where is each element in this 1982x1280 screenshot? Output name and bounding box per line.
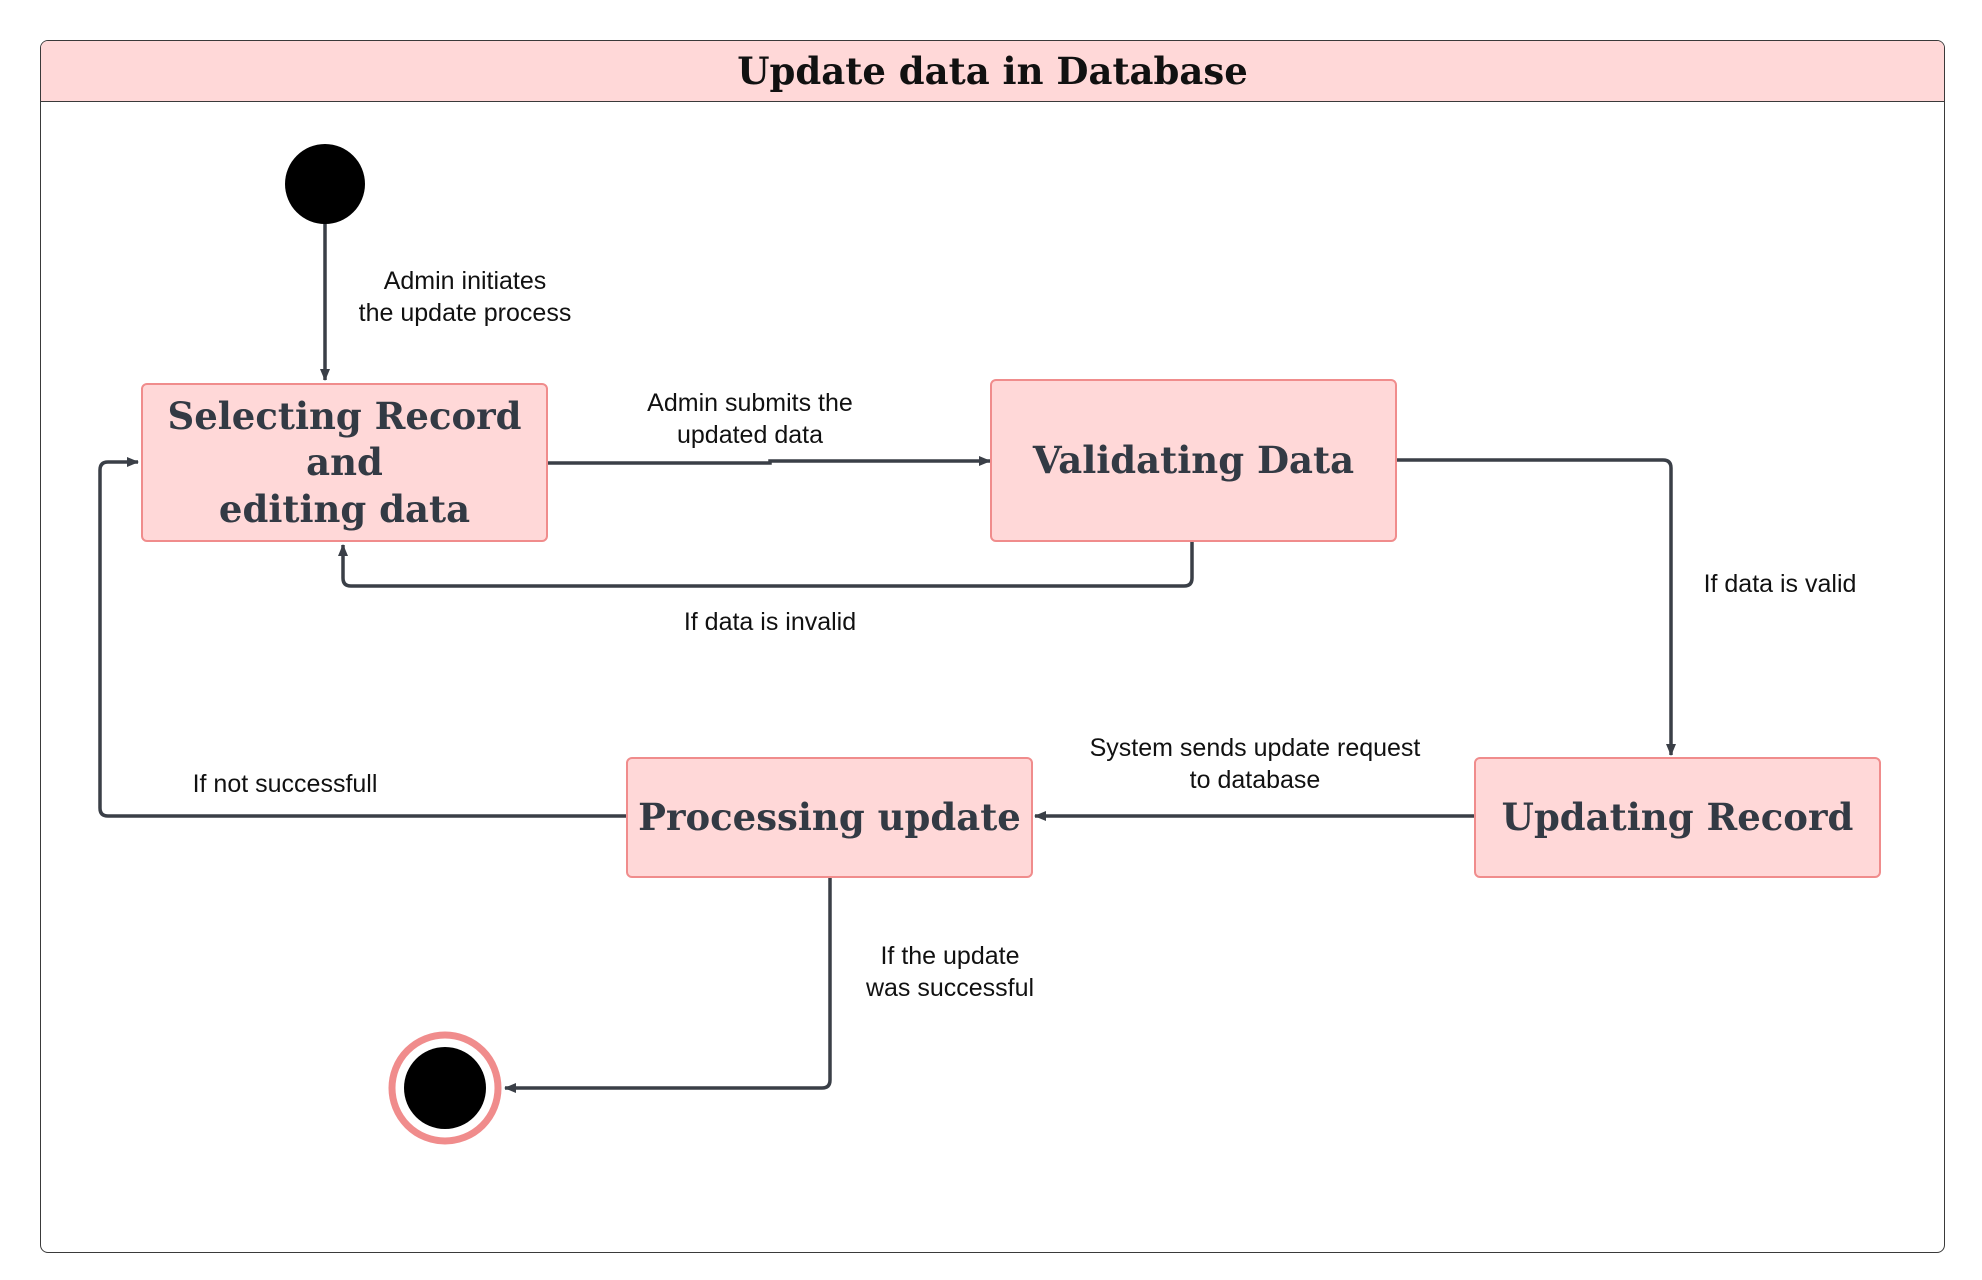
initial-node <box>285 144 365 224</box>
final-node-core <box>404 1047 486 1129</box>
label-successful: If the update was successful <box>840 940 1060 1004</box>
label-submit: Admin submits the updated data <box>600 387 900 451</box>
edge-not-successful <box>98 457 626 818</box>
label-line: Admin initiates <box>383 267 547 295</box>
label-valid: If data is valid <box>1680 568 1880 600</box>
edge-submit <box>548 456 991 466</box>
state-label: Processing update <box>638 795 1021 840</box>
label-line: If not successfull <box>192 770 378 798</box>
state-label-line: Selecting Record and <box>167 394 522 485</box>
edge-successful <box>504 878 832 1093</box>
state-processing-update: Processing update <box>626 757 1033 878</box>
label-line: System sends update request <box>1089 734 1421 762</box>
state-label-line: editing data <box>218 486 471 531</box>
label-send: System sends update request to database <box>1065 732 1445 796</box>
diagram-frame: Update data in Database <box>40 40 1945 1253</box>
state-selecting-record: Selecting Record and editing data <box>141 383 548 542</box>
label-line: updated data <box>677 421 823 449</box>
label-not-successful: If not successfull <box>160 768 410 800</box>
label-invalid: If data is invalid <box>630 606 910 638</box>
edge-invalid <box>338 542 1194 588</box>
state-validating-data: Validating Data <box>990 379 1397 542</box>
label-line: the update process <box>358 299 572 327</box>
label-line: If data is valid <box>1703 570 1857 598</box>
diagram-title: Update data in Database <box>41 41 1944 102</box>
label-line: Admin submits the <box>647 389 853 417</box>
state-updating-record: Updating Record <box>1474 757 1881 878</box>
label-line: If data is invalid <box>683 608 857 636</box>
state-label: Updating Record <box>1501 795 1854 840</box>
label-line: to database <box>1189 766 1321 794</box>
label-line: If the update <box>880 942 1020 970</box>
state-label: Validating Data <box>1032 438 1355 483</box>
label-line: was successful <box>865 974 1035 1002</box>
edge-valid <box>1397 458 1676 756</box>
label-initiate: Admin initiates the update process <box>330 265 600 329</box>
